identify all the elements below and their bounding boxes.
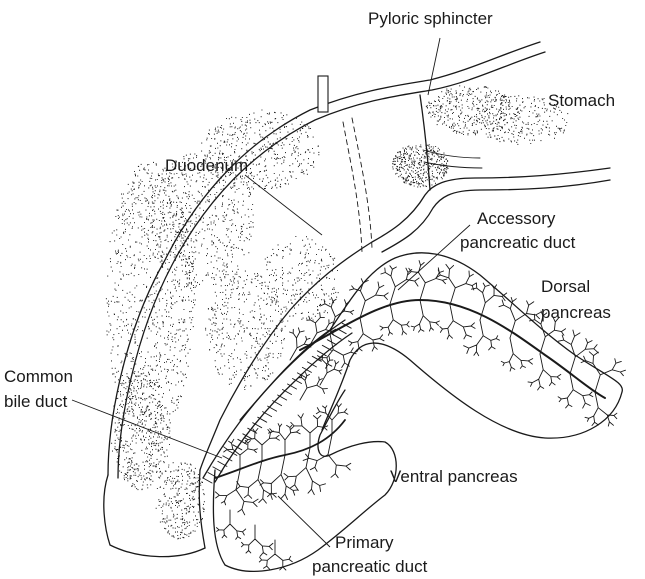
ventral-duct-branch-down [284,448,326,495]
bile-duct-stripes [203,323,351,483]
dorsal-duct-branch-up [408,261,447,300]
gut-outline [104,42,610,557]
duodenum-descending [104,475,205,557]
leader-pyloric [428,38,440,95]
label-dorsal-2: pancreas [541,302,611,323]
label-common-bile-1: Common [4,366,73,387]
label-primary-duct-2: pancreatic duct [312,556,427,577]
label-duodenum: Duodenum [165,155,248,176]
dorsal-duct-branch-down [411,300,439,332]
label-dorsal-1: Dorsal [541,276,590,297]
dorsal-duct-branch-up [436,264,476,305]
pyloric-constriction [420,95,430,190]
ventral-duct-branch-up [316,404,348,435]
pyloric-ring-2 [424,162,482,168]
leader-bile [72,400,222,458]
label-stomach: Stomach [548,90,615,111]
dorsal-duct-branch-down [380,304,409,335]
ventral-duct-branch-down [215,470,258,515]
ventral-duct-branch-down [260,455,298,500]
common-bile-duct [203,320,352,483]
label-primary-duct-1: Primary [335,532,394,553]
vessel-stub [318,76,328,112]
bile-duct-stripe-lines [203,323,351,483]
label-ventral: Ventral pancreas [390,466,518,487]
leader-primary [278,496,330,547]
label-pyloric-sphincter: Pyloric sphincter [368,8,493,29]
dorsal-duct-branch-down [558,374,593,408]
dorsal-duct-branch-up [558,330,598,374]
bile-duct-wall-upper [203,320,345,478]
label-common-bile-2: bile duct [4,391,67,412]
accessory-duct-branch [318,356,342,385]
pylorus-dashed-line-2 [352,118,372,248]
dorsal-duct-branch-down [585,392,617,426]
accessory-duct-branch [299,373,328,401]
label-accessory-duct-2: pancreatic duct [460,232,575,253]
ventral-lower-branch [217,510,246,539]
leader-duodenum [245,175,322,235]
dorsal-duct-branch-down [528,354,561,390]
ventral-duct-branch-up [269,424,301,455]
dorsal-duct-branch-down [464,320,500,356]
dorsal-duct-branch-up [350,279,389,318]
ventral-duct-branch-up [244,429,279,461]
pylorus-dashed-line [343,122,362,252]
ventral-duct-branch-down [235,460,276,503]
dorsal-duct-branch-down [348,318,384,352]
ventral-lower-branch [241,525,273,556]
label-accessory-duct-1: Accessory [477,208,555,229]
dorsal-duct-branch-up [471,283,506,320]
